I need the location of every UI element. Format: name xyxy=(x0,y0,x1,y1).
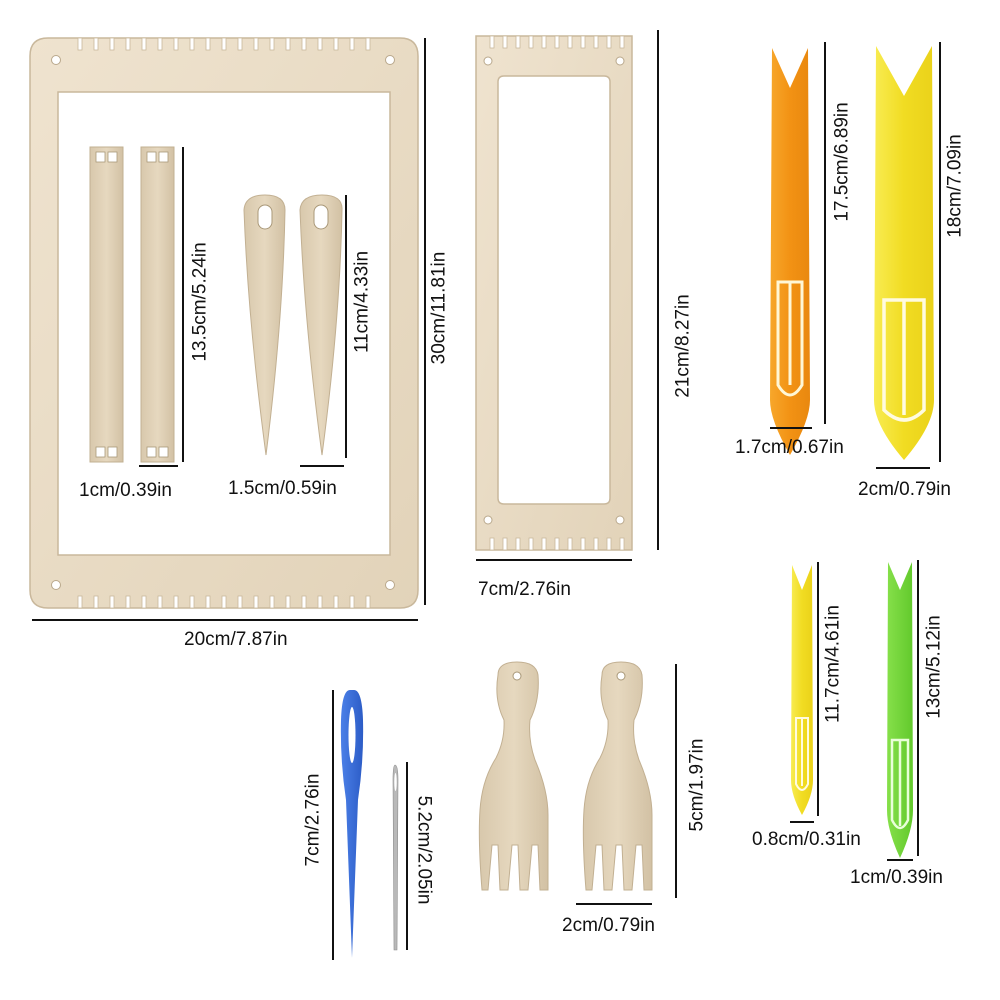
metal-needle xyxy=(392,764,399,951)
big-frame-width-label: 20cm/7.87in xyxy=(184,629,288,650)
yellow-shuttle-width-label: 2cm/0.79in xyxy=(858,479,951,500)
narrow-frame-height-label: 21cm/8.27in xyxy=(672,294,694,398)
orange-shuttle-width-label: 1.7cm/0.67in xyxy=(735,437,844,458)
metal-needle-length-label: 5.2cm/2.05in xyxy=(413,795,435,905)
comb-width-label: 2cm/0.79in xyxy=(562,915,655,936)
needle-dimension-lines xyxy=(332,690,408,960)
wood-needle-width-label: 1.5cm/0.59in xyxy=(228,478,337,499)
large-frame-top-notches xyxy=(77,37,371,51)
green-shuttle-length-label: 13cm/5.12in xyxy=(923,615,945,719)
large-frame-bottom-notches xyxy=(77,595,371,609)
green-shuttle xyxy=(887,562,913,858)
wooden-weaving-needles xyxy=(243,194,343,456)
large-frame-holes xyxy=(51,55,395,590)
big-frame-height-label: 30cm/11.81in xyxy=(428,251,450,365)
wooden-weaving-combs xyxy=(478,661,653,891)
blue-plastic-needle xyxy=(340,690,364,958)
large-frame-loom xyxy=(29,37,419,609)
wood-needle-length-label: 11cm/4.33in xyxy=(351,250,373,354)
shuttle-dimension-lines-top xyxy=(770,42,941,469)
big-frame-dimension-lines xyxy=(32,38,426,621)
yellow-shuttle-small xyxy=(791,565,813,815)
narrow-frame-width-label: 7cm/2.76in xyxy=(478,579,571,600)
small-yellow-shuttle-length-label: 11.7cm/4.61in xyxy=(822,605,844,723)
yellow-shuttle-large xyxy=(874,46,934,460)
shed-stick-length-label: 13.5cm/5.24in xyxy=(189,242,211,362)
green-shuttle-width-label: 1cm/0.39in xyxy=(850,867,943,888)
orange-shuttle-length-label: 17.5cm/6.89in xyxy=(831,102,853,222)
shuttle-dimension-lines-bottom xyxy=(790,560,919,861)
small-yellow-shuttle-width-label: 0.8cm/0.31in xyxy=(752,829,861,850)
comb-length-label: 5cm/1.97in xyxy=(686,738,708,832)
blue-needle-length-label: 7cm/2.76in xyxy=(302,773,324,867)
orange-shuttle xyxy=(770,48,810,455)
yellow-shuttle-length-label: 18cm/7.09in xyxy=(944,134,966,238)
narrow-frame-loom xyxy=(475,35,633,551)
narrow-frame-dimension-lines xyxy=(476,30,659,561)
shed-sticks xyxy=(89,146,175,463)
comb-dimension-lines xyxy=(576,664,677,905)
shed-stick-width-label: 1cm/0.39in xyxy=(79,480,172,501)
